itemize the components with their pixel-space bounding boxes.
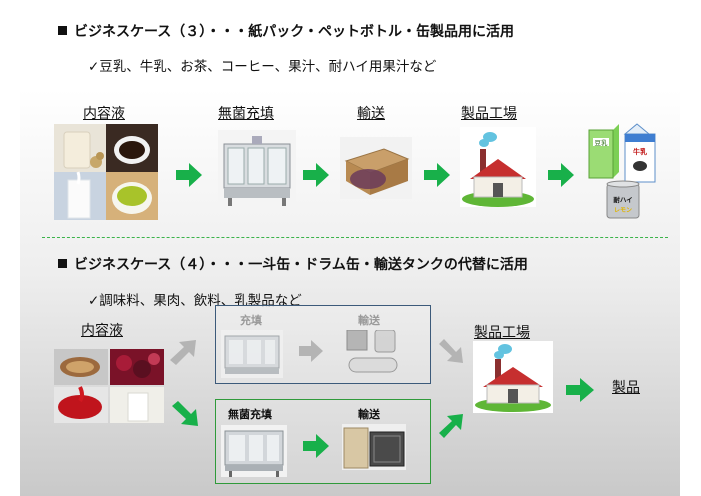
factory-icon <box>473 341 553 413</box>
arrow-right-icon <box>303 434 329 458</box>
bullet-square <box>58 259 67 268</box>
case3-label-factory: 製品工場 <box>461 106 517 122</box>
arrow-right-icon <box>548 163 574 187</box>
drums-and-tank-image <box>345 330 400 376</box>
factory-icon <box>460 127 536 207</box>
beverage-collage <box>54 124 158 220</box>
arrow-right-icon <box>566 378 594 402</box>
old-transport-label: 輸送 <box>358 314 380 327</box>
aseptic-filling-machine-image <box>218 130 296 210</box>
case3-label-content: 内容液 <box>83 106 125 122</box>
case4-label-factory: 製品工場 <box>474 325 530 341</box>
soy-milk-label: 豆乳 <box>595 138 609 147</box>
aseptic-filling-machine-image <box>221 425 287 477</box>
arrow-down-right-icon <box>172 401 198 426</box>
arrow-up-right-icon <box>170 340 196 365</box>
conventional-filling-machine-image <box>221 330 283 378</box>
case4-label-content: 内容液 <box>81 323 123 339</box>
section-divider <box>42 237 668 238</box>
case4-title: ビジネスケース（４）・・・一斗缶・ドラム缶・輸送タンクの代替に活用 <box>58 254 528 274</box>
case3-label-transport: 輸送 <box>357 106 385 122</box>
can-label-top: 耐ハイ <box>613 195 632 204</box>
case3-label-aseptic-fill: 無菌充填 <box>218 106 274 122</box>
ingredients-collage <box>54 349 164 423</box>
case4-label-product: 製品 <box>612 380 640 396</box>
new-transport-label: 輸送 <box>358 408 380 421</box>
bullet-square <box>58 26 67 35</box>
bag-in-box-containers-image <box>342 424 406 470</box>
arrow-up-right-icon <box>439 414 463 438</box>
milk-label: 牛乳 <box>633 147 647 156</box>
can-label-bottom: レモン <box>614 207 632 214</box>
arrow-right-icon <box>303 163 329 187</box>
bag-in-box-image <box>340 137 412 199</box>
case3-examples: ✓豆乳、牛乳、お茶、コーヒー、果汁、耐ハイ用果汁など <box>88 59 437 75</box>
arrow-right-icon <box>176 163 202 187</box>
new-fill-label: 無菌充填 <box>228 408 272 421</box>
product-packages: 豆乳 牛乳 耐ハイ レモン <box>585 120 661 220</box>
case3-title: ビジネスケース（３）・・・紙パック・ペットボトル・缶製品用に活用 <box>58 21 514 41</box>
arrow-right-icon <box>424 163 450 187</box>
arrow-right-icon <box>299 340 323 362</box>
arrow-down-right-icon <box>439 339 463 363</box>
old-fill-label: 充填 <box>240 314 262 327</box>
